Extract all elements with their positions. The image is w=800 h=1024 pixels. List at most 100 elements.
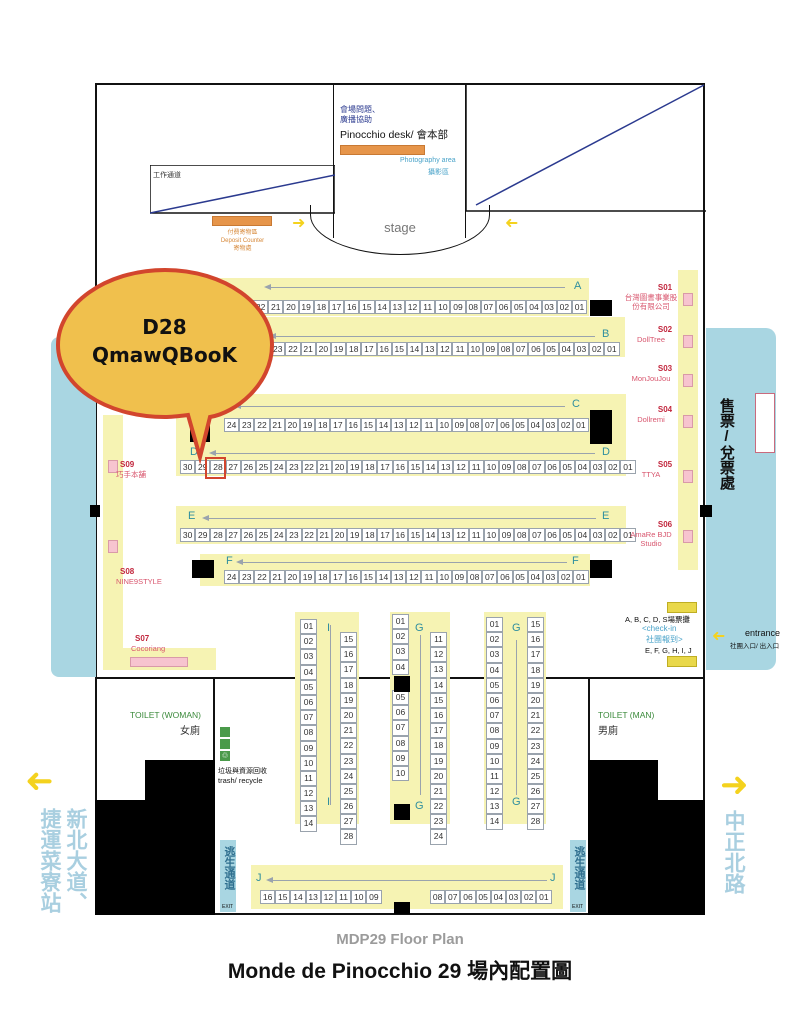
booth-c23[interactable]: 23 [239,418,255,432]
booth-d05[interactable]: 05 [559,460,575,474]
booth-g25[interactable]: 25 [527,768,544,785]
booth-a03[interactable]: 03 [541,300,557,314]
booth-i06[interactable]: 06 [300,694,317,711]
booth-d24[interactable]: 24 [271,460,287,474]
booth-i22[interactable]: 22 [340,738,357,754]
booth-g06[interactable]: 06 [486,692,503,709]
booth-d23[interactable]: 23 [286,460,302,474]
booth-a21[interactable]: 21 [268,300,284,314]
booth-i14[interactable]: 14 [300,816,317,832]
booth-g03[interactable]: 03 [486,647,503,663]
booth-i05[interactable]: 05 [300,679,317,695]
booth-c03[interactable]: 03 [542,418,559,432]
booth-e20[interactable]: 20 [331,528,348,542]
booth-h10[interactable]: 10 [392,765,409,782]
side-booth-slot-s02[interactable] [683,335,693,348]
booth-h22[interactable]: 22 [430,799,447,815]
booth-j16[interactable]: 16 [260,890,276,904]
booth-h05[interactable]: 05 [392,689,409,706]
booth-a07[interactable]: 07 [480,300,496,314]
booth-a08[interactable]: 08 [465,300,481,314]
booth-g11[interactable]: 11 [486,768,503,785]
booth-g22[interactable]: 22 [527,723,544,739]
booth-b14[interactable]: 14 [406,342,423,356]
booth-i17[interactable]: 17 [340,662,357,678]
side-booth-slot-s08[interactable] [108,540,118,553]
booth-e26[interactable]: 26 [240,528,256,542]
side-booth-slot-s06[interactable] [683,530,693,543]
booth-i27[interactable]: 27 [340,814,357,830]
booth-e25[interactable]: 25 [255,528,272,542]
booth-e21[interactable]: 21 [316,528,332,542]
booth-f08[interactable]: 08 [467,570,483,584]
booth-e16[interactable]: 16 [392,528,408,542]
booth-j03[interactable]: 03 [505,890,522,904]
booth-i11[interactable]: 11 [300,770,317,787]
booth-e10[interactable]: 10 [483,528,499,542]
booth-f20[interactable]: 20 [284,570,300,584]
booth-f01[interactable]: 01 [573,570,589,584]
booth-e29[interactable]: 29 [195,528,211,542]
booth-b10[interactable]: 10 [467,342,483,356]
booth-d06[interactable]: 06 [544,460,560,474]
booth-d14[interactable]: 14 [423,460,439,474]
booth-f03[interactable]: 03 [542,570,559,584]
booth-d26[interactable]: 26 [240,460,256,474]
booth-d18[interactable]: 18 [362,460,378,474]
booth-f10[interactable]: 10 [436,570,452,584]
booth-i23[interactable]: 23 [340,753,357,769]
booth-i20[interactable]: 20 [340,707,357,724]
booth-j04[interactable]: 04 [490,890,506,904]
booth-i15[interactable]: 15 [340,632,357,648]
booth-f09[interactable]: 09 [451,570,467,584]
booth-d11[interactable]: 11 [468,460,484,474]
booth-c07[interactable]: 07 [482,418,498,432]
booth-h14[interactable]: 14 [430,677,447,693]
booth-i26[interactable]: 26 [340,799,357,815]
booth-i19[interactable]: 19 [340,692,357,708]
booth-h17[interactable]: 17 [430,723,447,739]
booth-e06[interactable]: 06 [544,528,560,542]
booth-c17[interactable]: 17 [330,418,346,432]
booth-b08[interactable]: 08 [498,342,514,356]
booth-f07[interactable]: 07 [482,570,498,584]
booth-d20[interactable]: 20 [331,460,348,474]
booth-h09[interactable]: 09 [392,750,409,766]
booth-i03[interactable]: 03 [300,649,317,665]
booth-h03[interactable]: 03 [392,644,409,660]
booth-c02[interactable]: 02 [558,418,574,432]
booth-c14[interactable]: 14 [375,418,392,432]
booth-d09[interactable]: 09 [498,460,515,474]
booth-b20[interactable]: 20 [315,342,331,356]
booth-j06[interactable]: 06 [460,890,476,904]
booth-e07[interactable]: 07 [529,528,545,542]
booth-f02[interactable]: 02 [558,570,574,584]
booth-b15[interactable]: 15 [391,342,407,356]
booth-e11[interactable]: 11 [468,528,484,542]
booth-f23[interactable]: 23 [239,570,255,584]
booth-d03[interactable]: 03 [590,460,606,474]
booth-b04[interactable]: 04 [558,342,574,356]
booth-i12[interactable]: 12 [300,786,317,802]
side-booth-slot-s03[interactable] [683,374,693,387]
side-booth-slot-s09[interactable] [108,460,118,473]
booth-f16[interactable]: 16 [345,570,361,584]
booth-a20[interactable]: 20 [283,300,299,314]
booth-c21[interactable]: 21 [269,418,285,432]
booth-e12[interactable]: 12 [453,528,469,542]
booth-d02[interactable]: 02 [605,460,621,474]
booth-i24[interactable]: 24 [340,768,357,784]
booth-i09[interactable]: 09 [300,740,317,756]
booth-i28[interactable]: 28 [340,829,357,845]
booth-g26[interactable]: 26 [527,784,544,800]
booth-d13[interactable]: 13 [438,460,454,474]
booth-d08[interactable]: 08 [514,460,530,474]
booth-j13[interactable]: 13 [305,890,321,904]
booth-h04[interactable]: 04 [392,659,409,675]
booth-d30[interactable]: 30 [180,460,196,474]
booth-i01[interactable]: 01 [300,619,317,635]
booth-e22[interactable]: 22 [301,528,317,542]
booth-f17[interactable]: 17 [330,570,346,584]
booth-e08[interactable]: 08 [514,528,530,542]
booth-g04[interactable]: 04 [486,662,503,678]
